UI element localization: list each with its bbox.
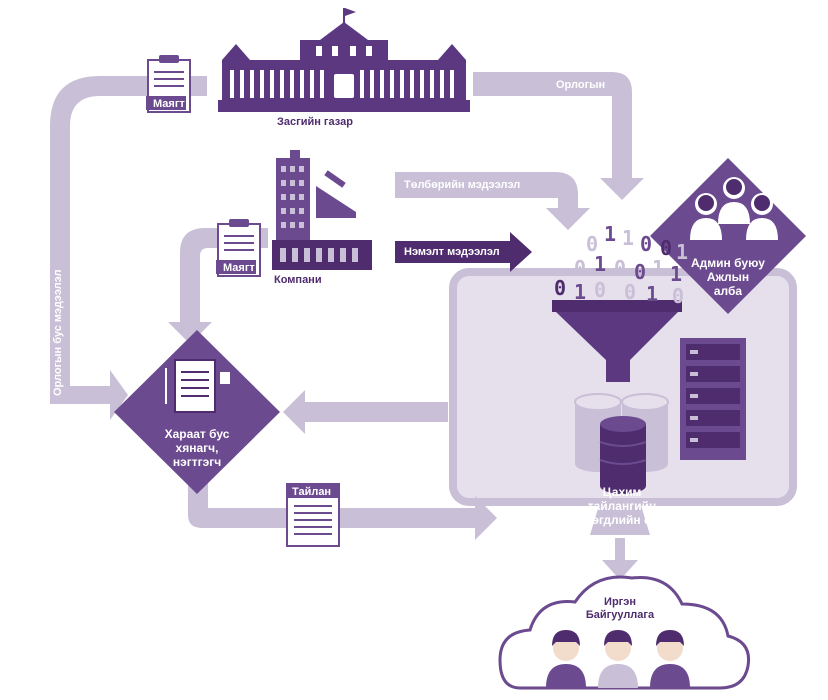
- report-icon: [286, 483, 340, 547]
- database-label-line-3: өгөгдлийн сан: [579, 512, 665, 527]
- verifier-label-line-1: Хараат бус: [164, 427, 230, 441]
- binary-digit: 0: [672, 284, 685, 308]
- binary-digit: 1: [652, 256, 665, 280]
- database-label-line-2: тайлангийн: [587, 498, 657, 513]
- verifier-diamond: [114, 330, 280, 494]
- database-label: Цахим тайлангийн өгөгдлийн сан: [560, 485, 684, 527]
- verifier-label-line-2: хянагч,: [175, 440, 219, 455]
- binary-digit: 1: [670, 262, 683, 286]
- arrow-government-to-admin: [473, 72, 644, 200]
- binary-digit: 1: [604, 222, 617, 246]
- people-icon: [546, 630, 690, 688]
- arrow-report-to-db: [188, 468, 497, 540]
- database-label-line-1: Цахим: [602, 485, 642, 499]
- report-label: Тайлан: [292, 486, 332, 498]
- binary-digit: 0: [574, 256, 587, 280]
- government-building-icon: [218, 8, 470, 112]
- company-label: Компани: [274, 274, 322, 286]
- binary-digit: 1: [594, 252, 607, 276]
- arrow-additional-info: [395, 232, 532, 272]
- company-building-icon: [272, 150, 372, 270]
- binary-digit: 0: [624, 280, 637, 304]
- payment-info-label: Төлбөрийн мэдээлэл: [404, 179, 521, 191]
- binary-digit: 0: [634, 260, 647, 284]
- arrow-payment-info: [395, 172, 590, 230]
- revenue-info-label-1: Орлогын: [556, 79, 606, 91]
- binary-digit: 0: [594, 278, 607, 302]
- citizens-label: Иргэн Байгууллага: [570, 596, 670, 621]
- arrow-db-to-verifier: [283, 390, 448, 434]
- funnel-icon: [552, 300, 682, 382]
- arrow-company-form-loop: [168, 228, 268, 344]
- verifier-label-line-3: нэгтгэгч: [172, 454, 222, 469]
- arrow-top-left-loop: [50, 76, 207, 420]
- government-label: Засгийн газар: [277, 116, 353, 128]
- binary-digit: 1: [622, 226, 635, 250]
- binary-digit: 0: [586, 232, 599, 256]
- verifier-label: Хараат бус хянагч, нэгтгэгч: [147, 427, 247, 469]
- revenue-info-label-2: мэдээлэл: [600, 112, 612, 165]
- binary-digit: 1: [574, 280, 587, 304]
- additional-info-label: Нэмэлт мэдээлэл: [404, 246, 500, 258]
- citizens-label-line-1: Иргэн: [604, 596, 636, 608]
- admin-diamond: [650, 158, 806, 314]
- binary-digit: 1: [646, 282, 659, 306]
- non-revenue-info-label: Орлогын бус мэдээлэл: [52, 269, 64, 396]
- binary-digit: 1: [676, 240, 689, 264]
- binary-digit: 0: [614, 256, 627, 280]
- cloud-icon: [498, 575, 751, 690]
- binary-digit: 0: [640, 232, 653, 256]
- flow-arrows: [50, 72, 644, 580]
- form-label-top: Маягт: [153, 98, 185, 110]
- admin-label-line-2: Ажлын: [706, 269, 750, 284]
- form-label-mid: Маягт: [223, 262, 255, 274]
- binary-digit: 0: [554, 276, 567, 300]
- admin-label-line-3: алба: [713, 283, 743, 298]
- server-icon: [680, 338, 746, 460]
- admin-label: Админ буюу Ажлын алба: [676, 256, 780, 298]
- form-icon: [216, 219, 261, 277]
- form-icon: [146, 55, 191, 113]
- binary-digit: 0: [660, 236, 673, 260]
- arrow-db-to-citizens: [602, 538, 638, 580]
- citizens-label-line-2: Байгууллага: [585, 608, 655, 621]
- database-icon: [574, 393, 669, 494]
- admin-label-line-1: Админ буюу: [691, 256, 765, 270]
